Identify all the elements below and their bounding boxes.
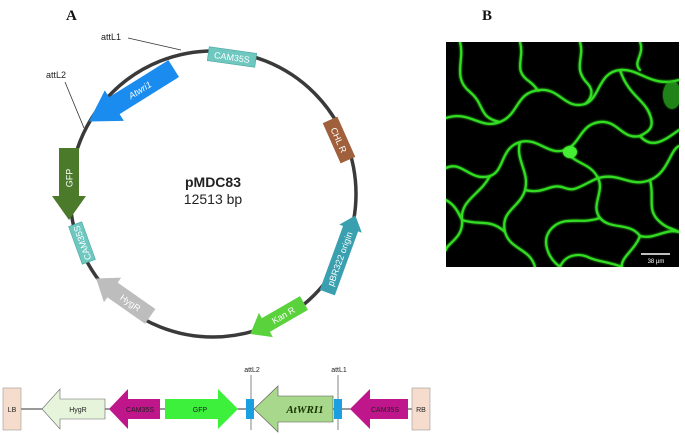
attl2-callout-line	[64, 81, 85, 129]
svg-text:CAM35S: CAM35S	[213, 50, 250, 65]
svg-text:CAM35S: CAM35S	[126, 407, 154, 414]
svg-text:LB: LB	[8, 407, 17, 414]
feature-gfp: GFP	[52, 148, 86, 220]
linear-cam35s-1: CAM35S	[109, 389, 160, 429]
svg-text:CAM35S: CAM35S	[371, 407, 399, 414]
svg-text:GFP: GFP	[65, 169, 75, 188]
linear-atwri1: AtWRI1	[253, 385, 334, 433]
feature-atwri1: Atwri1	[88, 60, 180, 122]
svg-text:GFP: GFP	[193, 407, 208, 414]
feature-cam35s-left: CAM35S	[68, 221, 96, 265]
feature-hygr: HygR	[96, 277, 156, 324]
svg-text:HygR: HygR	[69, 407, 87, 414]
plasmid-size: 12513 bp	[184, 191, 243, 207]
svg-text:attL1: attL1	[331, 367, 347, 374]
linear-lb: LB	[2, 387, 22, 431]
attl2-callout-label: attL2	[46, 70, 66, 80]
svg-text:AtWRI1: AtWRI1	[285, 404, 323, 416]
linear-cam35s-2: CAM35S	[350, 389, 408, 429]
plasmid-name: pMDC83	[185, 174, 241, 190]
linear-attl2: attL2	[244, 367, 260, 430]
attl1-callout-label: attL1	[101, 32, 121, 42]
linear-gfp: GFP	[165, 389, 238, 429]
panel-label-a: A	[66, 8, 77, 24]
feature-chlr: CHL R	[322, 116, 356, 164]
feature-cam35s-top: CAM35S	[206, 46, 258, 68]
svg-text:RB: RB	[416, 407, 426, 414]
feature-kanr: Kan R	[250, 296, 308, 338]
attl1-callout-line	[127, 37, 182, 51]
feature-pbr322-origin: pBR322 origin	[319, 215, 362, 296]
svg-text:attL2: attL2	[244, 367, 260, 374]
linear-attl1: attL1	[331, 367, 347, 430]
panel-label-b: B	[482, 8, 493, 24]
linear-hygr: HygR	[41, 388, 106, 430]
linear-rb: RB	[411, 387, 431, 431]
